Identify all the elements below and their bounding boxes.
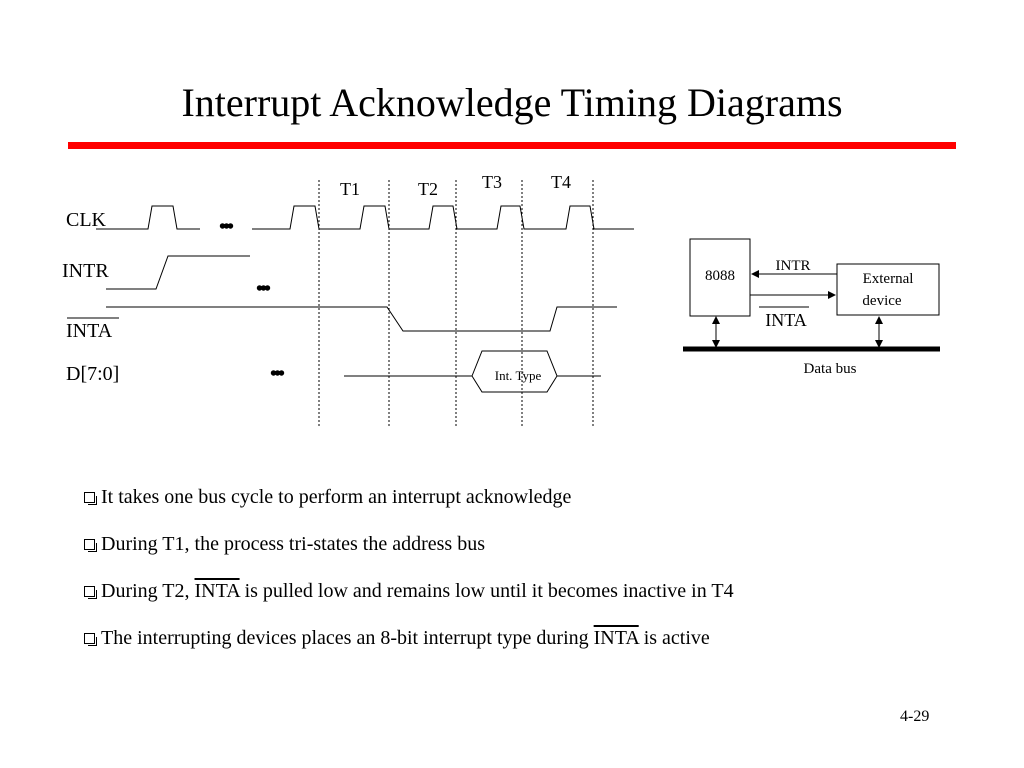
clk-ellipsis: •••: [219, 216, 234, 238]
bullet-item-4: The interrupting devices places an 8-bit…: [84, 623, 984, 670]
t-state-boundaries: [318, 180, 594, 428]
checkbox-bullet-icon: [84, 492, 97, 505]
slide-title: Interrupt Acknowledge Timing Diagrams: [181, 80, 843, 125]
bullet-item-3: During T2, INTA is pulled low and remain…: [84, 576, 984, 623]
bullet-list: It takes one bus cycle to perform an int…: [84, 482, 984, 670]
page-number: 4-29: [900, 708, 930, 725]
bullet-text-3-pre: During T2,: [101, 580, 195, 602]
external-device-label-line2: device: [862, 293, 901, 309]
inta-arrow-label: INTA: [765, 310, 807, 330]
bullet-text-3-post: is pulled low and remains low until it b…: [239, 580, 734, 602]
device-bus-arrow-up: [875, 316, 883, 324]
bullet-text-4-inta: INTA: [593, 627, 639, 649]
state-label-t4: T4: [551, 172, 571, 192]
intr-arrow-head: [751, 270, 759, 278]
cpu-bus-arrow-down: [712, 340, 720, 348]
cpu-box: [689, 238, 751, 317]
bullet-text-1: It takes one bus cycle to perform an int…: [101, 486, 572, 508]
bullet-item-2: During T1, the process tri-states the ad…: [84, 529, 984, 576]
bullet-text-2: During T1, the process tri-states the ad…: [101, 533, 485, 555]
state-label-t2: T2: [418, 179, 438, 199]
inta-arrow-head: [828, 291, 836, 299]
clk-waveform-left: [96, 205, 200, 230]
checkbox-bullet-icon: [84, 633, 97, 646]
signal-label-clk: CLK: [66, 209, 107, 231]
bullet-text-3-inta: INTA: [194, 580, 240, 602]
inta-waveform: [106, 306, 617, 332]
clk-waveform-right: [252, 205, 634, 230]
intr-arrow-label: INTR: [776, 258, 811, 274]
data-ellipsis: •••: [270, 363, 285, 385]
intr-ellipsis: •••: [256, 278, 271, 300]
data-bus-label: Data bus: [804, 361, 857, 377]
state-label-t3: T3: [482, 172, 502, 192]
intr-waveform: [106, 255, 250, 290]
checkbox-bullet-icon: [84, 539, 97, 552]
signal-label-inta: INTA: [66, 320, 113, 342]
bullet-text-4-post: is active: [638, 627, 710, 649]
signal-label-intr: INTR: [62, 260, 109, 282]
external-device-box: [836, 263, 940, 316]
device-bus-arrow-down: [875, 340, 883, 348]
title-underline-rule: [68, 142, 956, 149]
bullet-item-1: It takes one bus cycle to perform an int…: [84, 482, 984, 529]
signal-label-data: D[7:0]: [66, 363, 119, 385]
cpu-label: 8088: [705, 268, 735, 284]
bullet-text-4-pre: The interrupting devices places an 8-bit…: [101, 627, 594, 649]
data-window-label: Int. Type: [495, 368, 542, 383]
external-device-label-line1: External: [863, 271, 914, 287]
checkbox-bullet-icon: [84, 586, 97, 599]
cpu-bus-arrow-up: [712, 316, 720, 324]
state-label-t1: T1: [340, 179, 360, 199]
